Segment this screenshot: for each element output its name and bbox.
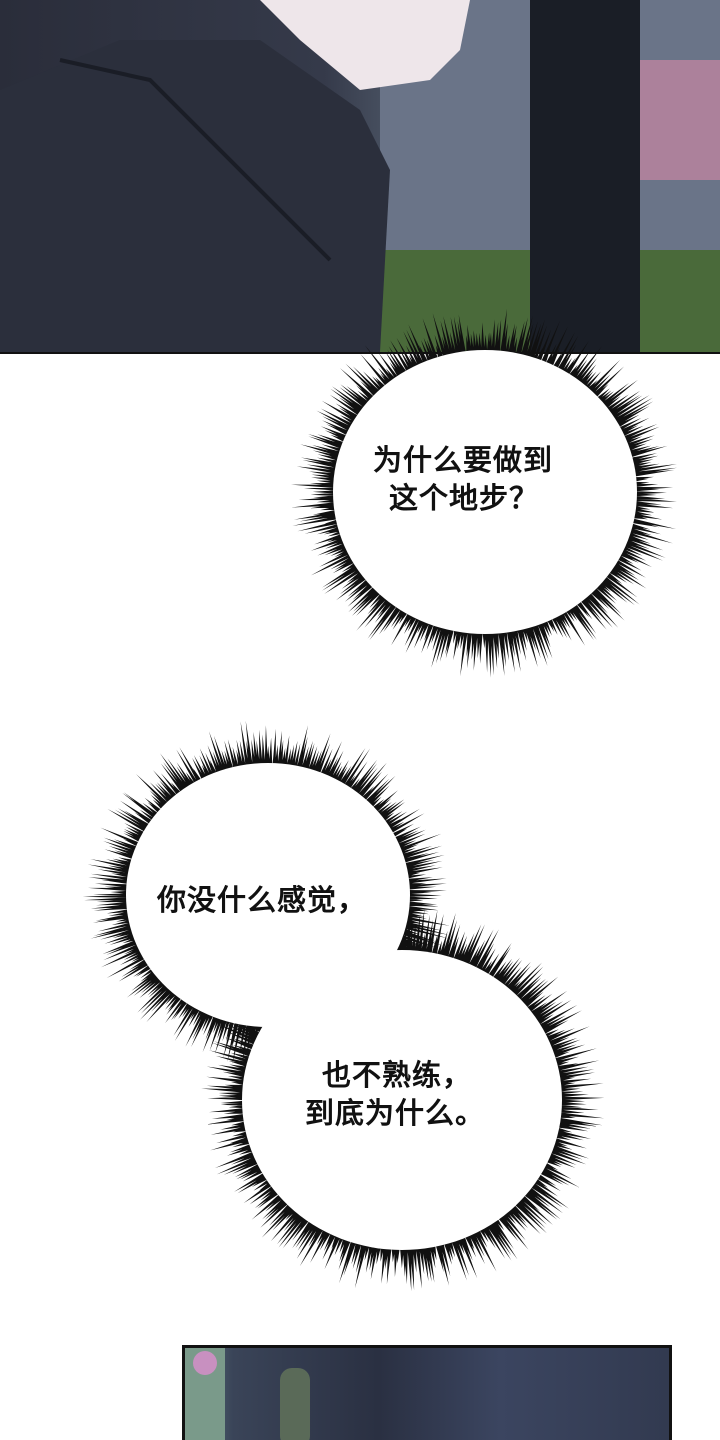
bubble-3-line-2: 到底为什么。 — [305, 1096, 486, 1130]
scene-illustration-bottom — [185, 1348, 310, 1440]
bubble-1-line-2: 这个地步？ — [389, 481, 540, 515]
top-panel-scene — [0, 0, 720, 354]
bubble-2-body — [126, 763, 410, 1027]
bubble-1-body — [333, 350, 637, 634]
bubble-3-body — [242, 950, 562, 1250]
bubble-3-line-1: 也不熟练， — [322, 1058, 473, 1092]
bubble-1-line-1: 为什么要做到 — [373, 443, 554, 477]
bottom-panel-scene — [182, 1345, 672, 1440]
bubble-2-line-1: 你没什么感觉， — [157, 883, 368, 917]
scene-illustration — [0, 0, 720, 352]
